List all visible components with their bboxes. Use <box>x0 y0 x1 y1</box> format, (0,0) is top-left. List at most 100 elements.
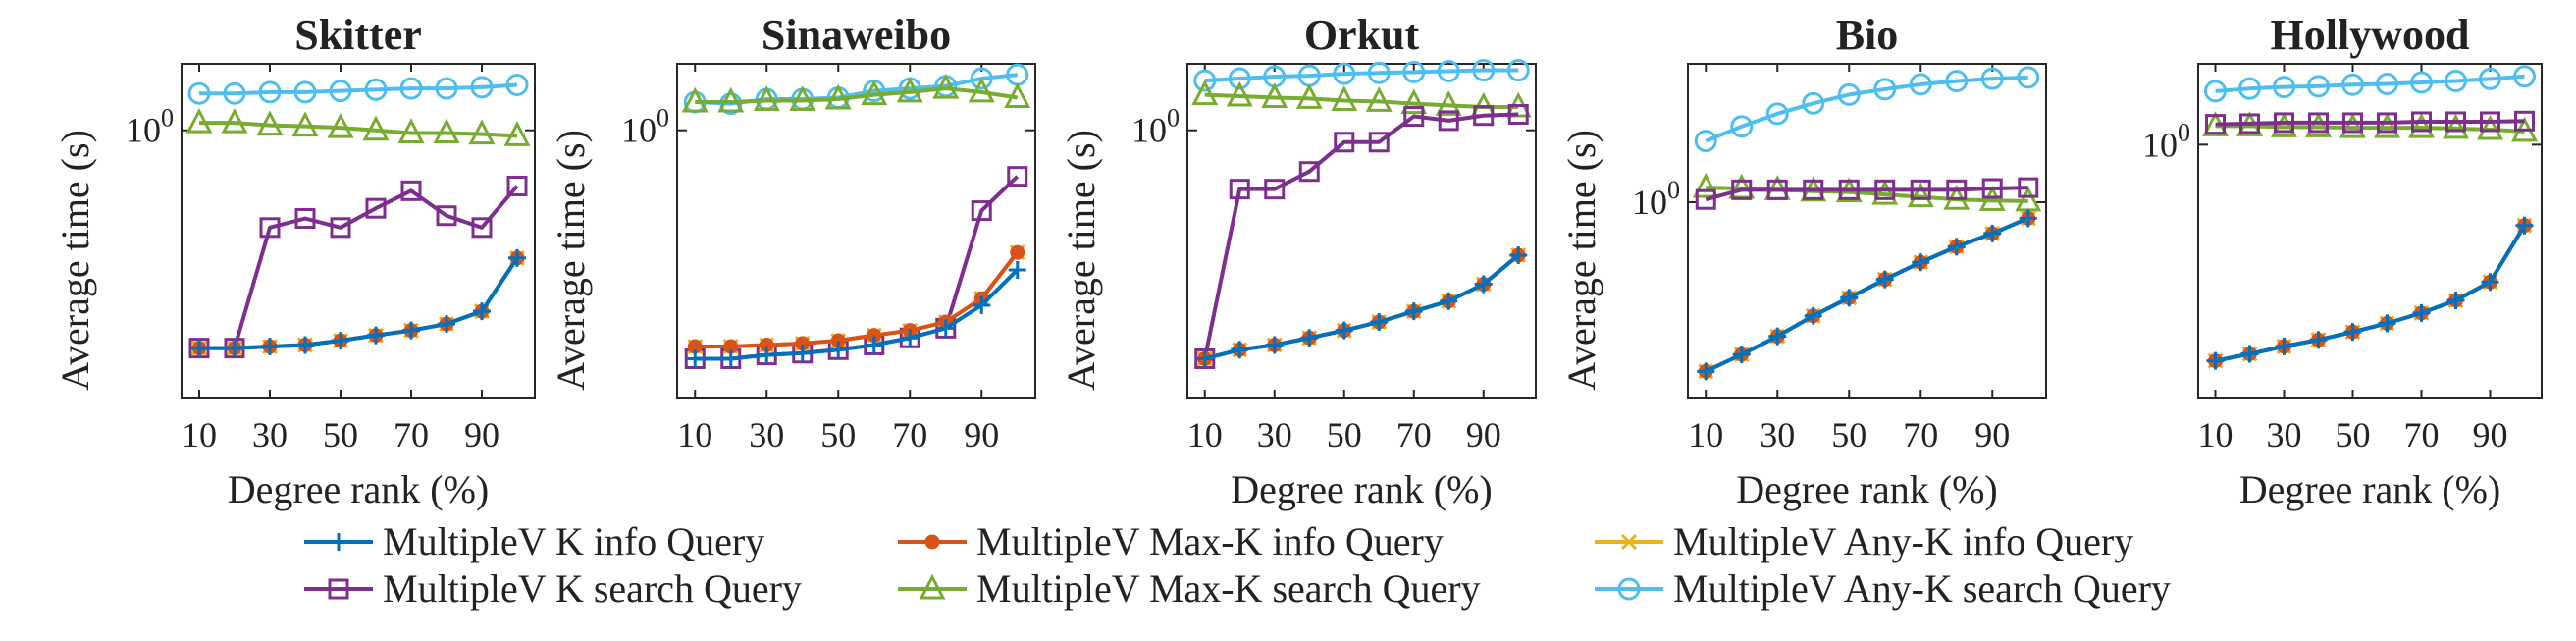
data-point <box>1300 329 1319 347</box>
data-point <box>435 77 458 100</box>
data-point <box>473 302 491 321</box>
data-point <box>256 110 284 136</box>
data-point <box>2309 331 2328 349</box>
data-point <box>1334 132 1355 153</box>
x-tick-label: 30 <box>749 415 784 454</box>
data-point <box>721 349 740 368</box>
legend-item-multiplev-max-k-search-query: MultipleV Max-K search Query <box>898 566 1481 611</box>
data-point <box>2377 112 2397 134</box>
data-point <box>1694 130 1717 153</box>
data-point <box>973 295 991 314</box>
x-tick-label: 30 <box>1257 415 1292 454</box>
series-line <box>695 86 1019 105</box>
data-point <box>2479 67 2501 90</box>
data-point <box>190 339 208 357</box>
x-tick-label: 10 <box>677 415 712 454</box>
data-point <box>2513 65 2536 88</box>
x-tick-label: 10 <box>2198 415 2234 454</box>
series-line <box>1204 92 1519 110</box>
series-line <box>2215 224 2527 363</box>
x-tick-label: 90 <box>1974 415 2010 454</box>
data-point <box>400 180 422 201</box>
legend-label: MultipleV K info Query <box>383 519 764 563</box>
data-point <box>2305 112 2332 137</box>
data-point <box>1438 110 1459 132</box>
data-point <box>187 81 211 105</box>
data-point <box>293 80 317 104</box>
data-point <box>433 118 460 144</box>
data-point <box>865 336 883 354</box>
data-point <box>1007 166 1028 187</box>
data-point <box>2408 112 2435 138</box>
data-point <box>2308 112 2329 134</box>
data-point <box>1261 82 1288 108</box>
series-multiplev-k-info-query <box>686 260 1026 368</box>
series-line <box>2215 224 2527 363</box>
data-point <box>503 121 531 146</box>
data-point <box>1697 362 1715 381</box>
data-point <box>436 205 457 227</box>
data-point <box>1981 178 2003 199</box>
data-point <box>2240 345 2259 363</box>
plot-frame <box>181 63 536 399</box>
data-point <box>2443 113 2469 139</box>
data-point <box>506 175 528 196</box>
data-point <box>1435 90 1462 116</box>
data-point <box>2412 303 2431 322</box>
legend-swatch-marker <box>1620 533 1638 551</box>
legend-item-multiplev-any-k-info-query: MultipleV Any-K info Query <box>1595 519 2133 563</box>
data-point <box>1403 106 1425 128</box>
x-tick-label: 50 <box>820 415 856 454</box>
series-line <box>695 250 1020 349</box>
series-multiplev-max-k-search-query <box>681 73 1031 113</box>
series-multiplev-k-search-query <box>2205 110 2535 135</box>
series-line <box>1705 216 2029 374</box>
y-tick-label: 100 <box>1632 176 1680 222</box>
data-point <box>1231 341 1249 359</box>
legend-label: MultipleV Any-K search Query <box>1673 566 2171 611</box>
series-line <box>199 185 519 350</box>
data-point <box>1265 336 1284 354</box>
plot-frame <box>676 63 1036 399</box>
data-point <box>508 248 526 267</box>
series-multiplev-k-search-query <box>1194 104 1529 369</box>
data-point <box>364 78 388 101</box>
legend-item-multiplev-k-info-query: MultipleV K info Query <box>304 519 764 563</box>
data-point <box>261 338 279 356</box>
data-point <box>861 80 888 106</box>
data-point <box>1874 179 1896 200</box>
data-point <box>2273 76 2295 99</box>
data-point <box>367 326 385 345</box>
data-point <box>968 77 995 103</box>
series-multiplev-max-k-search-query <box>185 107 531 146</box>
data-point <box>2514 110 2535 132</box>
data-point <box>1004 82 1031 108</box>
y-tick-label: 100 <box>2142 118 2190 164</box>
series-line <box>1705 75 2028 143</box>
data-point <box>2339 112 2366 138</box>
data-point <box>758 346 776 364</box>
data-point <box>259 217 281 239</box>
legend-swatch-marker <box>330 533 347 551</box>
data-point <box>1370 313 1389 332</box>
data-point <box>753 85 780 111</box>
data-point <box>1010 244 1025 260</box>
x-tick-label: 30 <box>1760 415 1795 454</box>
data-point <box>1980 67 2004 90</box>
y-tick-label: 100 <box>1131 104 1180 150</box>
data-point <box>1875 270 1894 289</box>
series-line <box>1204 253 1520 361</box>
data-point <box>1331 85 1358 111</box>
data-point <box>1840 289 1859 307</box>
x-tick-label: 50 <box>323 415 358 454</box>
series-multiplev-max-k-search-query <box>2202 111 2538 142</box>
x-tick-label: 50 <box>1327 415 1362 454</box>
data-point <box>332 332 349 350</box>
data-point <box>468 119 496 145</box>
data-point <box>1506 59 1530 82</box>
data-point <box>1978 186 2006 211</box>
series-multiplev-any-k-search-query <box>1694 66 2040 153</box>
